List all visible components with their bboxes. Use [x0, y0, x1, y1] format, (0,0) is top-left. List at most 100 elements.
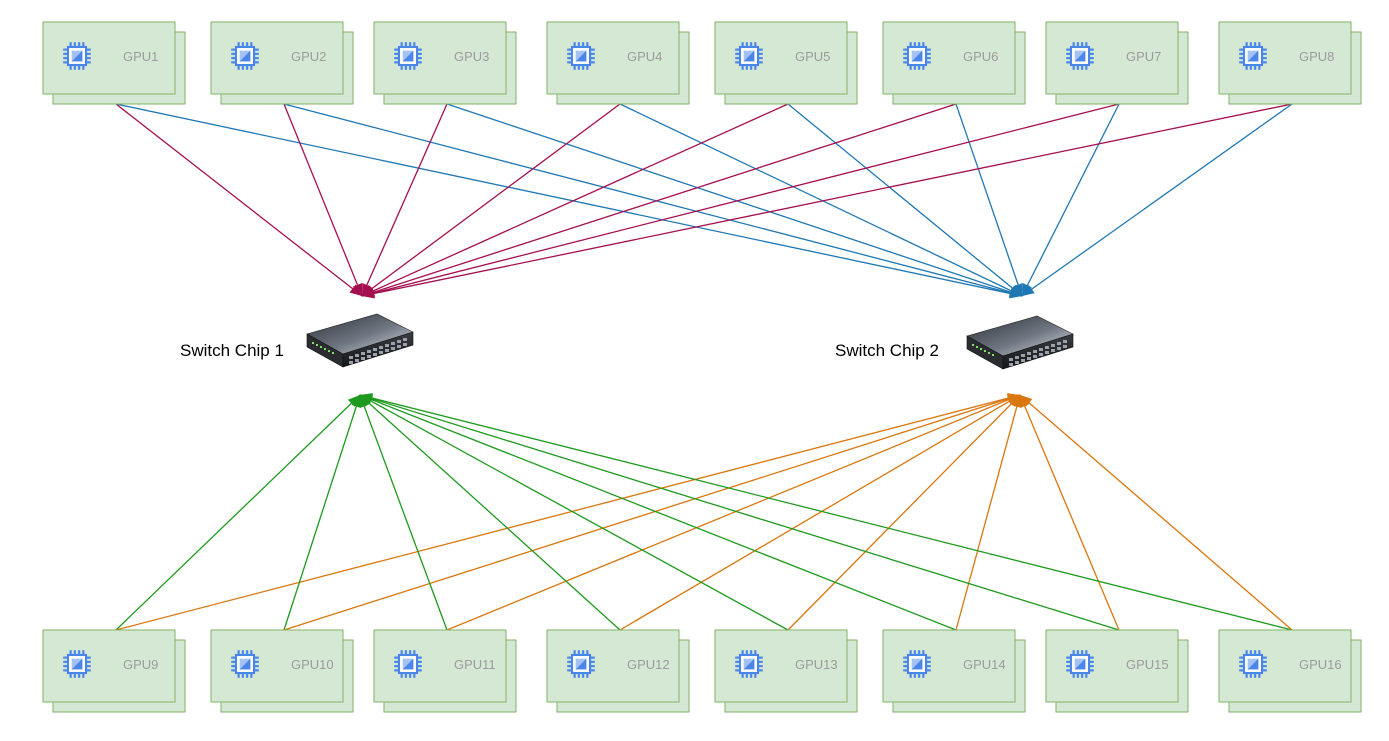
gpu-label: GPU11	[454, 657, 496, 672]
gpu-label: GPU7	[1126, 49, 1161, 64]
cpu-chip-icon	[1238, 649, 1268, 679]
gpu-label: GPU12	[627, 657, 670, 672]
cpu-chip-icon	[734, 649, 764, 679]
arrowhead	[1008, 395, 1020, 408]
link-layer	[115, 103, 1293, 631]
link-to-switch-chip-1	[115, 103, 363, 297]
gpu-label: GPU5	[795, 49, 830, 64]
cpu-chip-icon	[62, 41, 92, 71]
link-to-switch-chip-2	[283, 393, 1021, 631]
link-to-switch-chip-1	[359, 394, 621, 631]
bottom-gpu-card[interactable]: GPU11	[373, 629, 517, 713]
arrowhead	[1012, 395, 1022, 408]
gpu-label: GPU16	[1299, 657, 1342, 672]
link-to-switch-chip-1	[359, 393, 1293, 631]
top-gpu-card[interactable]: GPU3	[373, 21, 517, 105]
link-to-switch-chip-2	[787, 103, 1023, 297]
link-to-switch-chip-1	[359, 393, 1120, 631]
arrowhead	[362, 288, 375, 299]
top-gpu-card[interactable]: GPU2	[210, 21, 354, 105]
bottom-gpu-card[interactable]: GPU14	[882, 629, 1026, 713]
link-to-switch-chip-1	[115, 394, 361, 631]
cpu-chip-icon	[902, 41, 932, 71]
cpu-chip-icon	[393, 649, 423, 679]
cpu-chip-icon	[566, 41, 596, 71]
link-to-switch-chip-1	[283, 103, 363, 297]
cpu-chip-icon	[393, 41, 423, 71]
link-to-switch-chip-1	[283, 394, 362, 631]
cpu-chip-icon	[230, 41, 260, 71]
gpu-label: GPU10	[291, 657, 334, 672]
gpu-label: GPU6	[963, 49, 998, 64]
network-switch-icon	[306, 313, 414, 368]
cpu-chip-icon	[1238, 41, 1268, 71]
bottom-gpu-card[interactable]: GPU10	[210, 629, 354, 713]
link-to-switch-chip-2	[1021, 103, 1120, 297]
link-to-switch-chip-2	[115, 103, 1023, 299]
link-to-switch-chip-2	[283, 103, 1023, 298]
link-to-switch-chip-1	[361, 103, 621, 297]
top-gpu-card[interactable]: GPU1	[42, 21, 186, 105]
bottom-gpu-card[interactable]: GPU13	[714, 629, 858, 713]
switch-chip-1[interactable]: Switch Chip 1	[180, 313, 414, 368]
cpu-chip-icon	[1065, 41, 1095, 71]
bottom-gpu-card[interactable]: GPU9	[42, 629, 186, 713]
cpu-chip-icon	[1065, 649, 1095, 679]
bottom-gpu-card[interactable]: GPU12	[546, 629, 690, 713]
link-to-switch-chip-1	[361, 103, 1120, 298]
gpu-label: GPU3	[454, 49, 489, 64]
top-gpu-card[interactable]: GPU4	[546, 21, 690, 105]
link-to-switch-chip-2	[955, 103, 1023, 297]
arrowhead	[347, 395, 360, 407]
arrowhead	[349, 284, 362, 296]
bottom-gpu-row: GPU9 GPU10 GPU11 GPU12 GPU13 GPU14 GPU15 GPU16	[42, 629, 1362, 713]
top-gpu-card[interactable]: GPU8	[1218, 21, 1362, 105]
switch-chip-2-label: Switch Chip 2	[835, 341, 939, 360]
switch-chip-2[interactable]: Switch Chip 2	[835, 315, 1074, 370]
arrowhead	[1020, 395, 1033, 407]
cpu-chip-icon	[230, 649, 260, 679]
link-to-switch-chip-2	[1019, 394, 1120, 631]
top-gpu-row: GPU1 GPU2 GPU3 GPU4 GPU5 GPU6 GPU7 GPU8	[42, 21, 1362, 105]
gpu-label: GPU15	[1126, 657, 1169, 672]
link-to-switch-chip-2	[446, 103, 1023, 297]
link-to-switch-chip-1	[361, 103, 957, 298]
link-to-switch-chip-2	[1021, 103, 1293, 297]
cpu-chip-icon	[734, 41, 764, 71]
link-to-switch-chip-2	[787, 394, 1021, 631]
gpu-label: GPU13	[795, 657, 838, 672]
link-to-switch-chip-1	[359, 394, 957, 631]
network-switch-icon	[966, 315, 1074, 370]
link-to-switch-chip-2	[446, 394, 1021, 631]
arrowhead	[360, 393, 373, 403]
gpu-label: GPU14	[963, 657, 1006, 672]
gpu-card-front	[546, 629, 680, 703]
gpu-label: GPU8	[1299, 49, 1334, 64]
link-to-switch-chip-1	[361, 103, 448, 297]
top-gpu-card[interactable]: GPU5	[714, 21, 858, 105]
link-to-switch-chip-1	[361, 103, 1293, 299]
link-to-switch-chip-2	[115, 393, 1021, 631]
arrowhead	[1009, 284, 1022, 296]
arrowhead	[352, 283, 363, 296]
gpu-label: GPU4	[627, 49, 662, 64]
top-gpu-card[interactable]: GPU6	[882, 21, 1026, 105]
link-to-switch-chip-1	[359, 394, 789, 631]
arrowhead	[1022, 284, 1035, 296]
gpu-label: GPU1	[123, 49, 158, 64]
link-to-switch-chip-2	[955, 394, 1022, 631]
arrowhead	[351, 395, 362, 408]
arrowhead	[1013, 283, 1023, 296]
link-to-switch-chip-1	[361, 103, 789, 297]
gpu-label: GPU9	[123, 657, 158, 672]
link-to-switch-chip-2	[619, 394, 1021, 631]
cpu-chip-icon	[566, 649, 596, 679]
link-to-switch-chip-1	[359, 394, 448, 631]
bottom-gpu-card[interactable]: GPU16	[1218, 629, 1362, 713]
cpu-chip-icon	[902, 649, 932, 679]
bottom-gpu-card[interactable]: GPU15	[1045, 629, 1189, 713]
top-gpu-card[interactable]: GPU7	[1045, 21, 1189, 105]
switch-chip-1-label: Switch Chip 1	[180, 341, 284, 360]
link-to-switch-chip-2	[619, 103, 1023, 297]
